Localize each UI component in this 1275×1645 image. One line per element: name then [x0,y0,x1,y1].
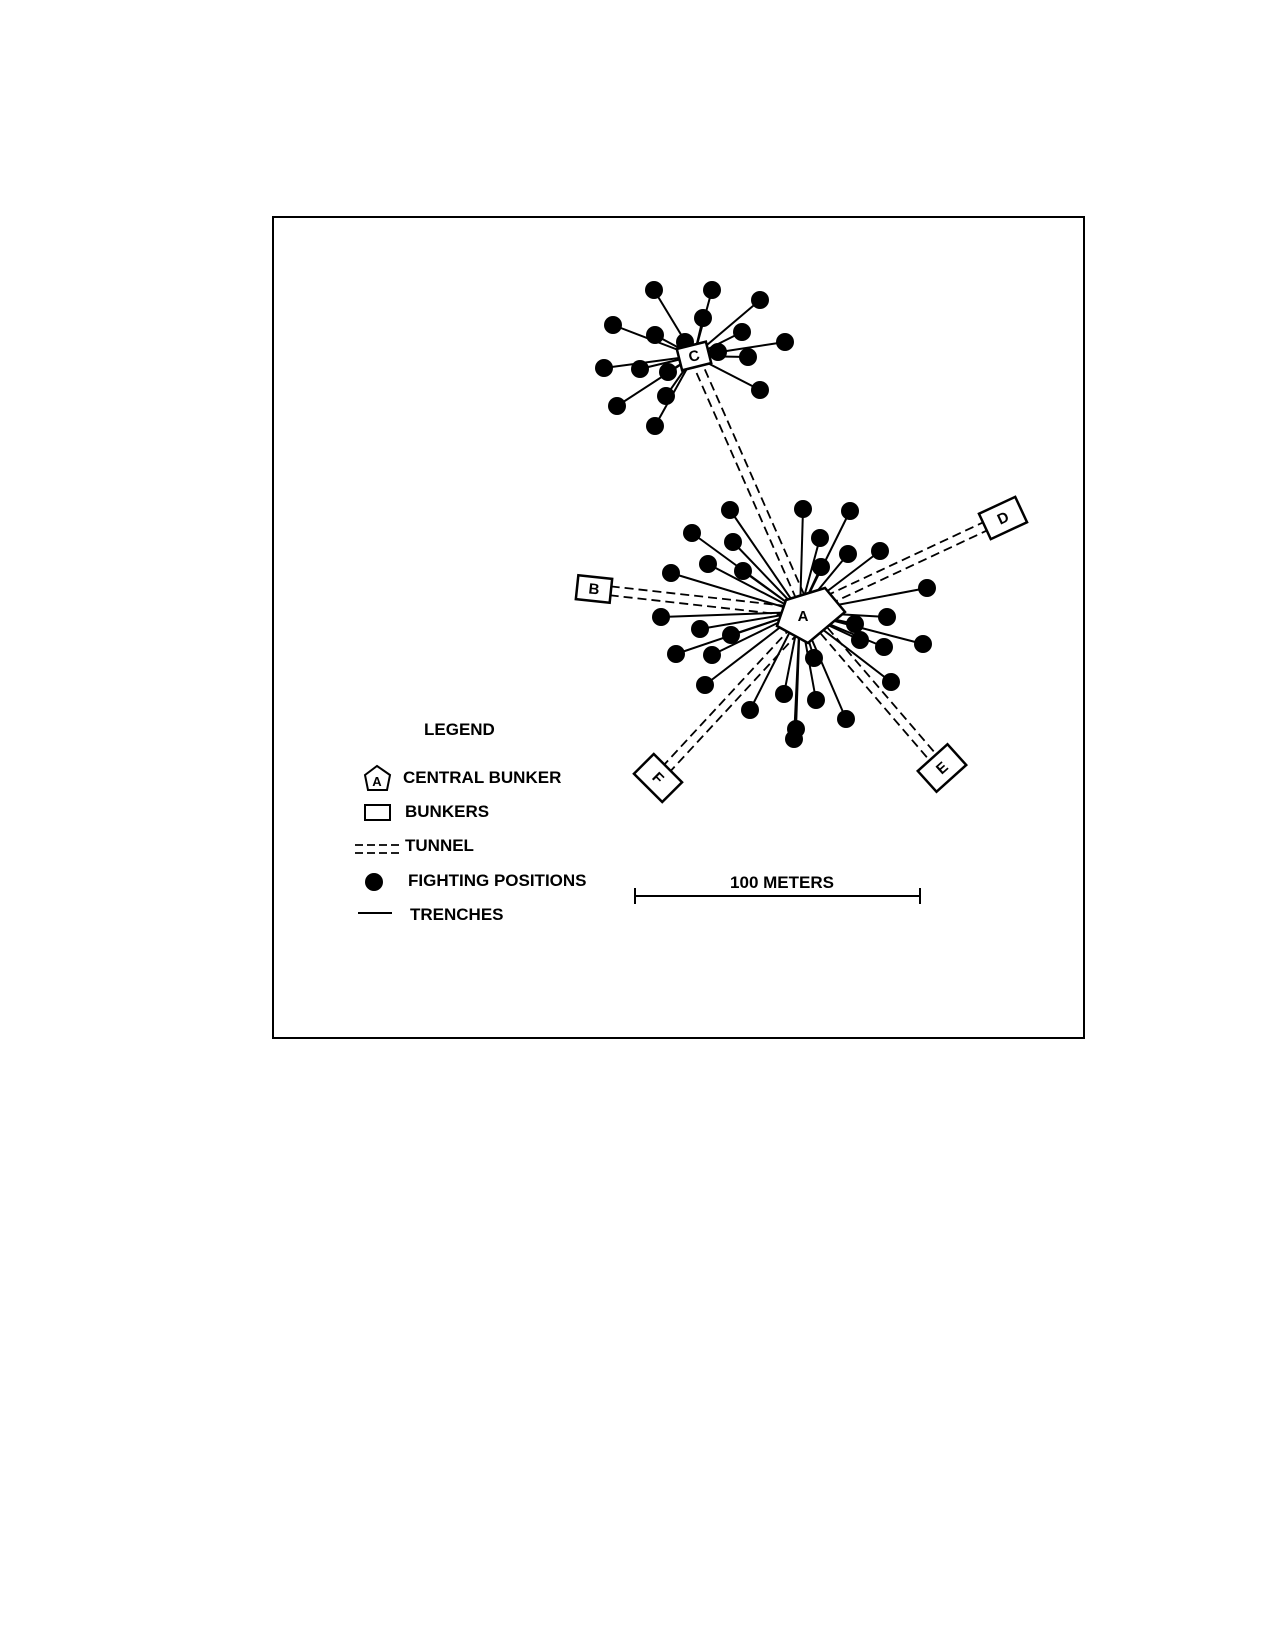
bunker-c-fighting-position [631,360,649,378]
bunker-a-fighting-position [721,501,739,519]
tunnel-a-d [812,513,1006,611]
scale-label: 100 METERS [730,873,834,892]
bunker-a-fighting-position [667,645,685,663]
legend-fighting-position-symbol [365,873,383,891]
legend-tunnel-label: TUNNEL [405,836,474,855]
bunker-c-fighting-position [604,316,622,334]
bunker-a-fighting-position [914,635,932,653]
bunker-a-fighting-position [846,615,864,633]
bunker-a-fighting-position [785,730,803,748]
bunker-a-fighting-position [724,533,742,551]
legend-central-bunker-symbol: A [363,764,392,791]
bunker-c-fighting-position [595,359,613,377]
tunnel-a-e [810,616,947,772]
bunker-a-trench [729,509,801,613]
bunker-a-fighting-position [837,710,855,728]
legend-central-bunker-letter: A [372,774,382,789]
bunker-a-fighting-position [741,701,759,719]
bunker-c-fighting-position [751,291,769,309]
bunker-c-fighting-position [645,281,663,299]
bunker-c-fighting-position [733,323,751,341]
bunker-c-fighting-position [751,381,769,399]
legend-title: LEGEND [424,720,495,739]
bunker-a-fighting-position [805,649,823,667]
tunnels-layer [593,353,1006,782]
bunker-b: B [574,573,614,605]
bunker-c-fighting-position [703,281,721,299]
bunker-a-fighting-position [703,646,721,664]
bunker-a-fighting-position [841,502,859,520]
bunker-a-fighting-position [882,673,900,691]
bunker-a-fighting-position [811,529,829,547]
bunker-a-fighting-position [875,638,893,656]
legend-fighting-positions-label: FIGHTING POSITIONS [408,871,587,890]
diagram-frame [272,216,1085,1039]
bunker-d: D [977,495,1029,541]
tunnel-a-b [593,583,801,618]
bunker-a-fighting-position [699,555,717,573]
legend-tunnel-symbol [355,844,400,854]
bunker-a-fighting-position [722,626,740,644]
bunker-a-fighting-position [878,608,896,626]
scale-bar [634,888,921,904]
bunker-c-fighting-position [608,397,626,415]
bunker-c-fighting-position [739,348,757,366]
legend-trenches-label: TRENCHES [410,905,504,924]
bunker-a-fighting-position [851,631,869,649]
bunker-a-fighting-position [918,579,936,597]
bunker-a-fighting-position [871,542,889,560]
bunker-a-fighting-position [794,500,812,518]
bunker-c-fighting-position [694,309,712,327]
bunker-a-fighting-position [683,524,701,542]
tunnel-a-f [654,626,799,782]
central-bunker-a: A [775,586,847,645]
fighting-positions-layer [595,281,936,748]
bunker-a-fighting-position [839,545,857,563]
bunker-c-fighting-position [659,363,677,381]
bunker-a-fighting-position [652,608,670,626]
trenches-layer [603,289,928,740]
bunker-c-fighting-position [709,343,727,361]
bunker-a-trench [660,611,801,618]
bunker-a-fighting-position [807,691,825,709]
bunker-a-fighting-position [734,562,752,580]
bunker-c: C [675,340,713,372]
bunker-f: F [632,752,684,804]
bunker-a-fighting-position [812,558,830,576]
bunker-c-fighting-position [776,333,794,351]
legend: LEGEND A CENTRAL BUNKER BUNKERS TUNNEL F… [355,720,587,924]
bunker-c-fighting-position [646,326,664,344]
bunker-b-label: B [588,580,601,598]
legend-bunkers-label: BUNKERS [405,802,489,821]
bunker-a-fighting-position [662,564,680,582]
bunker-e: E [916,742,968,794]
central-bunker-label: A [798,608,809,625]
bunker-a-fighting-position [775,685,793,703]
bunker-c-label: C [687,347,702,366]
tunnel-a-c [689,353,811,613]
legend-bunker-symbol [364,804,391,821]
bunker-c-fighting-position [646,417,664,435]
bunker-a-fighting-position [696,676,714,694]
bunker-c-fighting-position [657,387,675,405]
bunker-a-fighting-position [691,620,709,638]
legend-central-bunker-label: CENTRAL BUNKER [403,768,561,787]
